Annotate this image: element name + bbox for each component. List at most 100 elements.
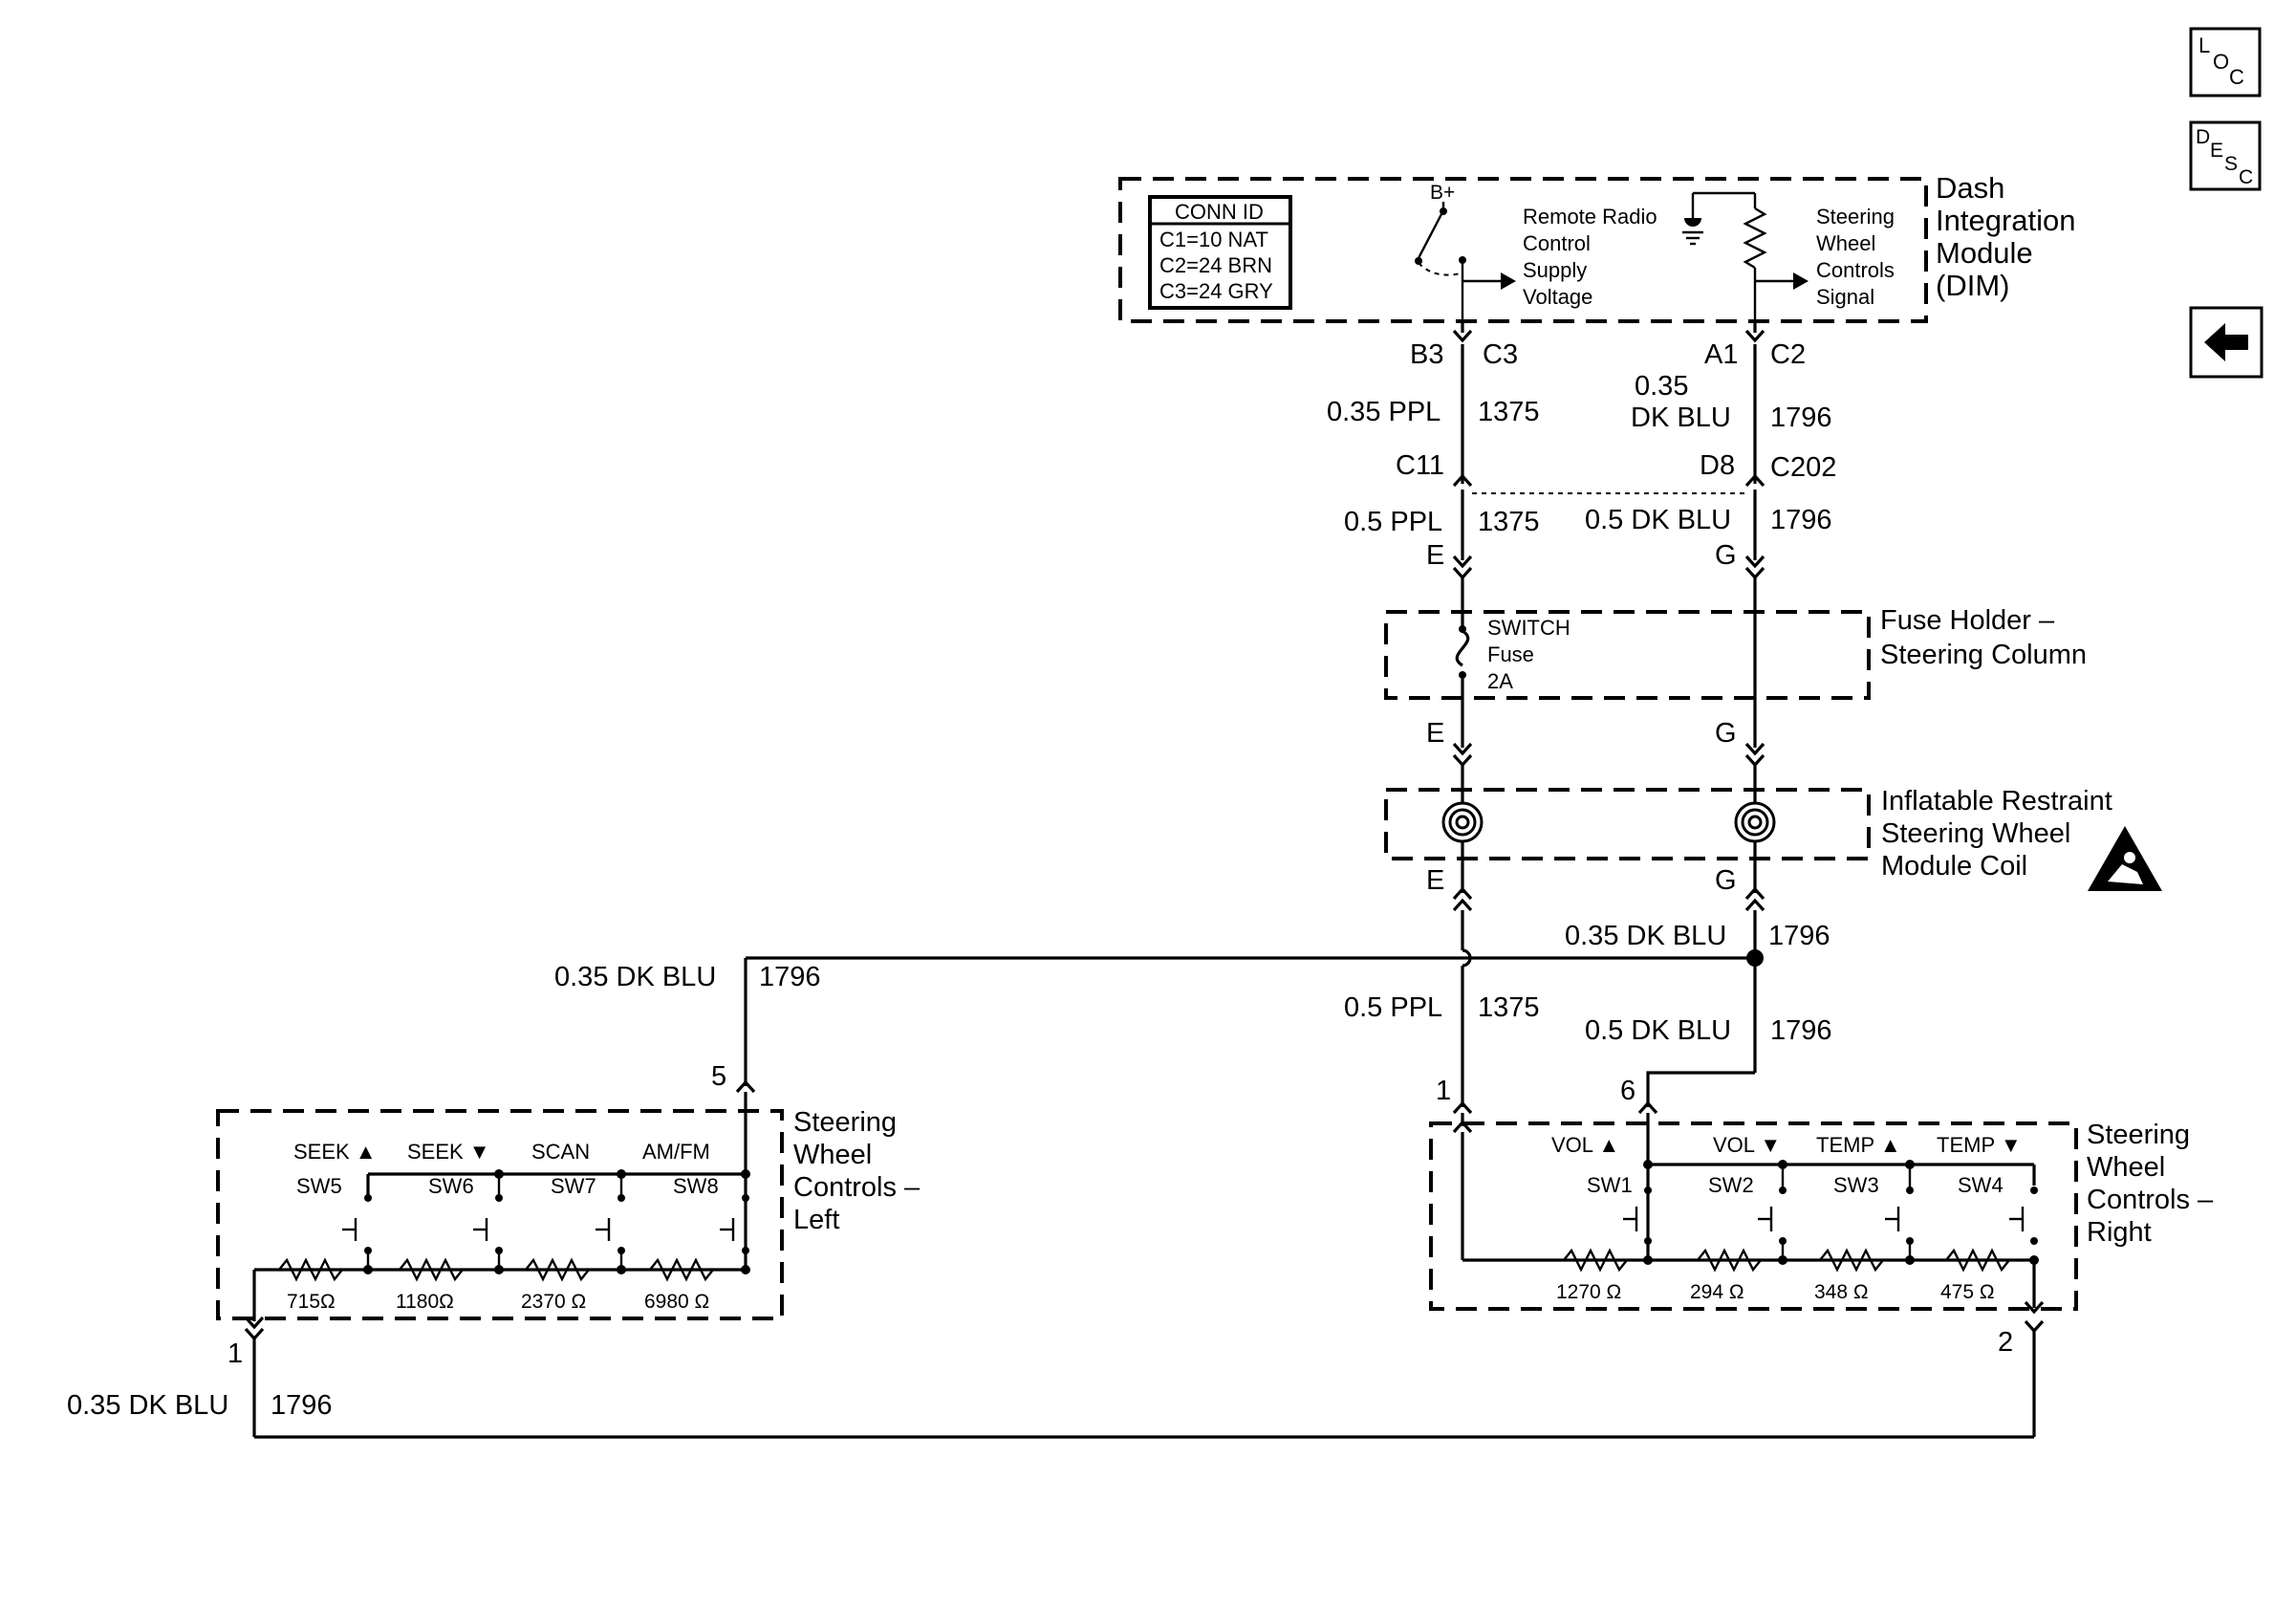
pin-6: 6 <box>1620 1076 1635 1106</box>
wire-circuit: 1796 <box>1770 1015 1832 1046</box>
svg-text:Controls –: Controls – <box>2087 1185 2214 1215</box>
pin-g: G <box>1715 540 1737 571</box>
wire-gauge: 0.5 PPL <box>1344 507 1442 537</box>
desc-letter-c: C <box>2239 166 2253 188</box>
switch-label: SEEK ▼ <box>407 1140 490 1164</box>
resistor-icon <box>525 1257 590 1282</box>
pin-g: G <box>1715 865 1737 896</box>
wire-circuit: 1375 <box>1478 992 1540 1023</box>
switch-label: VOL ▲ <box>1551 1133 1619 1157</box>
resistor-icon <box>649 1257 714 1282</box>
svg-text:SWITCH: SWITCH <box>1487 616 1570 640</box>
pin-c11: C11 <box>1396 450 1444 481</box>
resistor-value: 6980 Ω <box>644 1291 709 1313</box>
pin-c3: C3 <box>1483 339 1518 370</box>
desc-letter-s: S <box>2224 153 2238 175</box>
switch-label: TEMP ▼ <box>1937 1133 2022 1157</box>
conn-id-row: C2=24 BRN <box>1159 253 1272 277</box>
pin-c2: C2 <box>1770 339 1806 370</box>
back-button[interactable] <box>2189 306 2264 379</box>
left-switch-sw5: SEEK ▲ SW5 715Ω <box>278 1140 377 1313</box>
connector-c202: C202 <box>1770 452 1836 483</box>
svg-text:Steering: Steering <box>1816 205 1895 229</box>
switch-id: SW5 <box>296 1174 342 1198</box>
wire-gauge: DK BLU <box>1631 403 1731 433</box>
wire-gauge: 0.35 PPL <box>1327 397 1440 427</box>
switch-id: SW3 <box>1833 1173 1879 1197</box>
svg-text:Steering: Steering <box>2087 1120 2190 1150</box>
svg-text:Module Coil: Module Coil <box>1881 851 2027 882</box>
resistor-icon <box>278 1257 343 1282</box>
pin-2: 2 <box>1998 1327 2013 1358</box>
svg-text:Supply: Supply <box>1523 258 1587 282</box>
dim-module-box <box>1118 177 1928 323</box>
switch-id: SW6 <box>428 1174 474 1198</box>
loc-button[interactable]: L O C <box>2189 27 2262 98</box>
desc-letter-e: E <box>2210 140 2223 162</box>
conn-id-title: CONN ID <box>1175 200 1264 224</box>
pin-b3: B3 <box>1410 339 1443 370</box>
desc-letter-d: D <box>2196 126 2210 148</box>
conn-id-table: CONN ID C1=10 NAT C2=24 BRN C3=24 GRY <box>1148 195 1292 310</box>
svg-text:Wheel: Wheel <box>793 1140 872 1170</box>
pin-d8: D8 <box>1700 450 1735 481</box>
switch-id: SW4 <box>1958 1173 2004 1197</box>
coil-spiral-icon <box>1441 801 1484 843</box>
circuit-1375-wire <box>1452 320 1473 1115</box>
switch-id: SW2 <box>1708 1173 1754 1197</box>
right-switch-sw1: VOL ▲ SW1 1270 Ω <box>1551 1133 1653 1303</box>
switch-label: TEMP ▲ <box>1816 1133 1901 1157</box>
resistor-icon <box>1563 1248 1628 1273</box>
svg-text:Controls: Controls <box>1816 258 1895 282</box>
svg-text:Control: Control <box>1523 231 1591 255</box>
svg-text:Right: Right <box>2087 1217 2152 1248</box>
right-controls-box <box>1429 1121 2078 1311</box>
resistor-value: 1180Ω <box>396 1291 454 1313</box>
pin-1: 1 <box>1436 1076 1451 1106</box>
coil-spiral-icon <box>1734 801 1776 843</box>
wire-circuit: 1796 <box>1770 505 1832 535</box>
svg-text:Fuse: Fuse <box>1487 642 1534 666</box>
pin-1: 1 <box>227 1339 243 1369</box>
ground-icon <box>1684 218 1701 227</box>
svg-text:Left: Left <box>793 1205 839 1235</box>
switch-id: SW8 <box>673 1174 719 1198</box>
coil-box <box>1384 788 1871 860</box>
pin-5: 5 <box>711 1061 726 1092</box>
switch-label: AM/FM <box>642 1140 710 1164</box>
desc-button[interactable]: D E S C <box>2189 120 2262 191</box>
switch-label: VOL ▼ <box>1713 1133 1781 1157</box>
wire-gauge: 0.5 DK BLU <box>1585 505 1731 535</box>
resistor-value: 715Ω <box>287 1291 336 1313</box>
right-switch-sw2: VOL ▼ SW2 294 Ω <box>1690 1133 1787 1303</box>
pin-g: G <box>1715 718 1737 749</box>
wire-circuit: 1796 <box>759 962 821 992</box>
wire-circuit: 1796 <box>1768 921 1830 951</box>
svg-text:(DIM): (DIM) <box>1936 269 2009 302</box>
svg-text:Fuse Holder –: Fuse Holder – <box>1880 605 2055 636</box>
resistor-icon <box>399 1257 464 1282</box>
pin-e: E <box>1426 540 1444 571</box>
svg-text:Inflatable Restraint: Inflatable Restraint <box>1881 786 2112 816</box>
fuse-holder-box <box>1384 610 1871 700</box>
resistor-icon <box>1697 1248 1762 1273</box>
wire-circuit: 1796 <box>1770 403 1832 433</box>
switch-id: SW1 <box>1587 1173 1633 1197</box>
svg-text:Wheel: Wheel <box>2087 1152 2165 1183</box>
switch-label: SEEK ▲ <box>293 1140 377 1164</box>
supply-voltage-label: Remote Radio Control Supply Voltage <box>1523 205 1657 309</box>
wire-gauge: 0.5 PPL <box>1344 992 1442 1023</box>
loc-letter-o: O <box>2213 50 2229 74</box>
svg-text:Steering Column: Steering Column <box>1880 640 2087 670</box>
wire-circuit: 1375 <box>1478 397 1540 427</box>
switch-label: SCAN <box>531 1140 590 1164</box>
right-controls-label: Steering Wheel Controls – Right <box>2087 1120 2214 1248</box>
left-switch-sw7: SCAN SW7 2370 Ω <box>521 1140 626 1313</box>
signal-label: Steering Wheel Controls Signal <box>1816 205 1895 309</box>
resistor-value: 475 Ω <box>1940 1281 1995 1303</box>
svg-text:Dash: Dash <box>1936 171 2004 205</box>
svg-text:Signal: Signal <box>1816 285 1874 309</box>
wire-circuit: 1375 <box>1478 507 1540 537</box>
resistor-icon <box>1945 1248 2010 1273</box>
circuit-1796-wire <box>735 320 1765 1115</box>
